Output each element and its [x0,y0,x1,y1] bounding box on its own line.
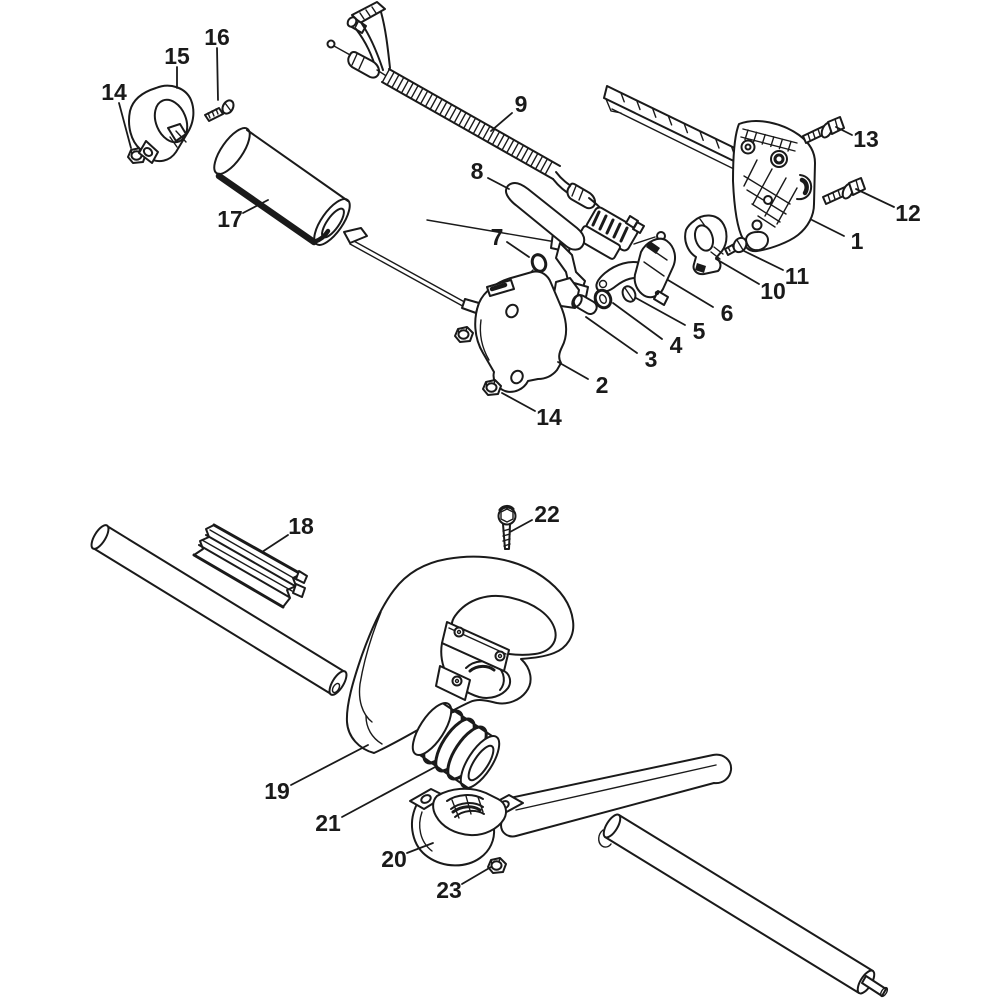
shaft-tube-upper [90,524,348,696]
part-label-7-6: 7 [491,224,504,250]
part-label-3-15: 3 [645,346,658,372]
leader-line-14-2 [118,102,132,149]
leader-line-14-17 [501,392,536,412]
part-22-clamp-screw [497,504,517,550]
part-11-screw [724,236,748,256]
part-6-throttle-trigger [595,237,676,306]
leader-line-3-15 [585,316,638,354]
part-label-1-9: 1 [851,228,864,254]
part-label-17-3: 17 [217,206,243,232]
leader-line-21-21 [341,765,438,818]
leader-line-7-6 [506,241,530,258]
part-label-11-10: 11 [785,263,810,289]
leader-line-2-16 [557,361,589,380]
leader-line-20-22 [406,842,434,854]
part-label-9-4: 9 [515,91,528,117]
part-18-splined-coupler [192,523,308,609]
part-label-14-2: 14 [101,79,127,105]
part-23-nut [487,857,507,874]
part-label-16-0: 16 [204,24,230,50]
leader-line-13-7 [835,126,853,136]
part-label-21-21: 21 [315,810,341,836]
leader-line-8-5 [487,177,510,190]
part-label-10-11: 10 [760,278,786,304]
part-label-20-22: 20 [381,846,407,872]
part-label-8-5: 8 [471,158,484,184]
leader-line-5-13 [635,297,686,326]
leader-line-22-19 [509,519,533,533]
part-label-12-8: 12 [895,200,921,226]
leader-line-11-10 [743,250,784,271]
leader-line-17-3 [242,199,269,214]
leader-line-23-23 [461,866,492,885]
leader-line-16-0 [216,47,219,101]
part-label-22-19: 22 [534,501,560,527]
part-label-13-7: 13 [853,126,879,152]
part-label-15-1: 15 [164,43,190,69]
part-2-handle-housing-left [474,270,568,393]
leader-line-4-14 [612,302,663,340]
leader-line-9-4 [490,112,513,132]
part-14-nut-bottom [482,379,502,396]
part-19-loop-handle [345,555,575,754]
part-15-clamp [128,84,195,164]
part-label-6-12: 6 [721,300,734,326]
part-label-4-14: 4 [670,332,683,358]
leader-line-1-9 [811,219,845,237]
part-17-grip-tube [213,127,351,246]
diagram-artwork [90,1,889,998]
part-14-nut-mid [454,326,474,343]
part-label-5-13: 5 [693,318,706,344]
leader-line-12-8 [855,188,895,208]
leader-line-6-12 [667,279,714,308]
part-13-screw [802,116,845,144]
leader-line-19-20 [290,744,369,786]
part-1-handle-housing-right [603,85,816,253]
leader-line-18-18 [261,534,289,553]
part-label-14-17: 14 [536,404,562,430]
part-label-2-16: 2 [596,372,609,398]
part-21-ribbed-sleeve [411,702,501,789]
leader-line-10-11 [715,258,760,285]
shaft-tube-lower [598,813,889,998]
part-5-retaining-ring [621,285,637,303]
part-4-o-ring [593,288,613,310]
part-label-19-20: 19 [264,778,290,804]
part-20-clamp-lower [409,753,733,867]
part-9-wiring-harness [326,1,666,260]
part-label-18-18: 18 [288,513,314,539]
part-label-23-23: 23 [436,877,462,903]
part-16-screw [204,99,235,122]
part-3-pivot-pin [553,277,598,315]
part-10-cable-clamp [684,214,728,276]
